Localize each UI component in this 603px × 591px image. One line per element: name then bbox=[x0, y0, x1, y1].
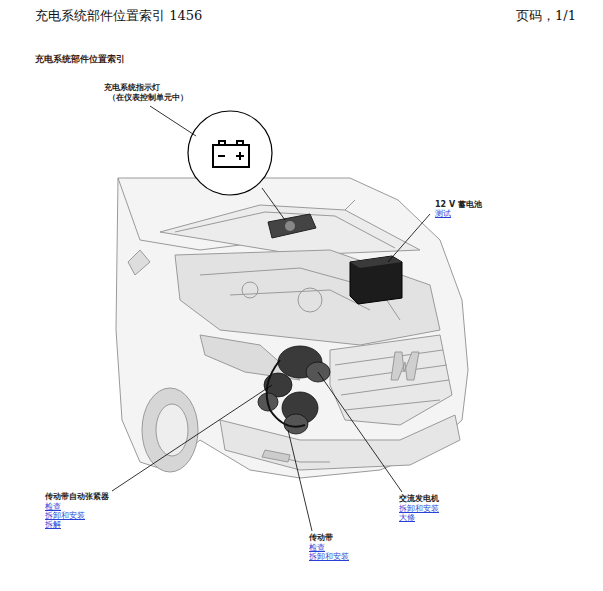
procedure-link: 检查 bbox=[308, 544, 326, 553]
procedure-link: 拆解 bbox=[44, 521, 62, 530]
part-name: 传动带 bbox=[308, 534, 334, 543]
procedure-link: 测试 bbox=[434, 210, 452, 219]
page-title: 充电系统部件位置索引 bbox=[35, 55, 125, 64]
part-name: 充电系统指示灯 bbox=[103, 84, 161, 93]
procedure-link: 拆卸和安装 bbox=[308, 553, 350, 562]
part-name: 12 V 蓄电池 bbox=[434, 201, 483, 210]
part-name: 传动带自动张紧器 bbox=[44, 493, 110, 502]
procedure-link: 拆卸和安装 bbox=[398, 505, 440, 514]
part-name: 交流发电机 bbox=[398, 495, 440, 504]
procedure-link: 拆卸和安装 bbox=[44, 512, 86, 521]
procedure-link: 检查 bbox=[44, 503, 62, 512]
part-note: （在仪表控制单元中） bbox=[107, 94, 189, 103]
page-header: 充电系统部件位置索引 1456 bbox=[35, 9, 202, 23]
page-number: 页码，1/1 bbox=[516, 9, 576, 23]
procedure-link: 大修 bbox=[398, 514, 416, 523]
